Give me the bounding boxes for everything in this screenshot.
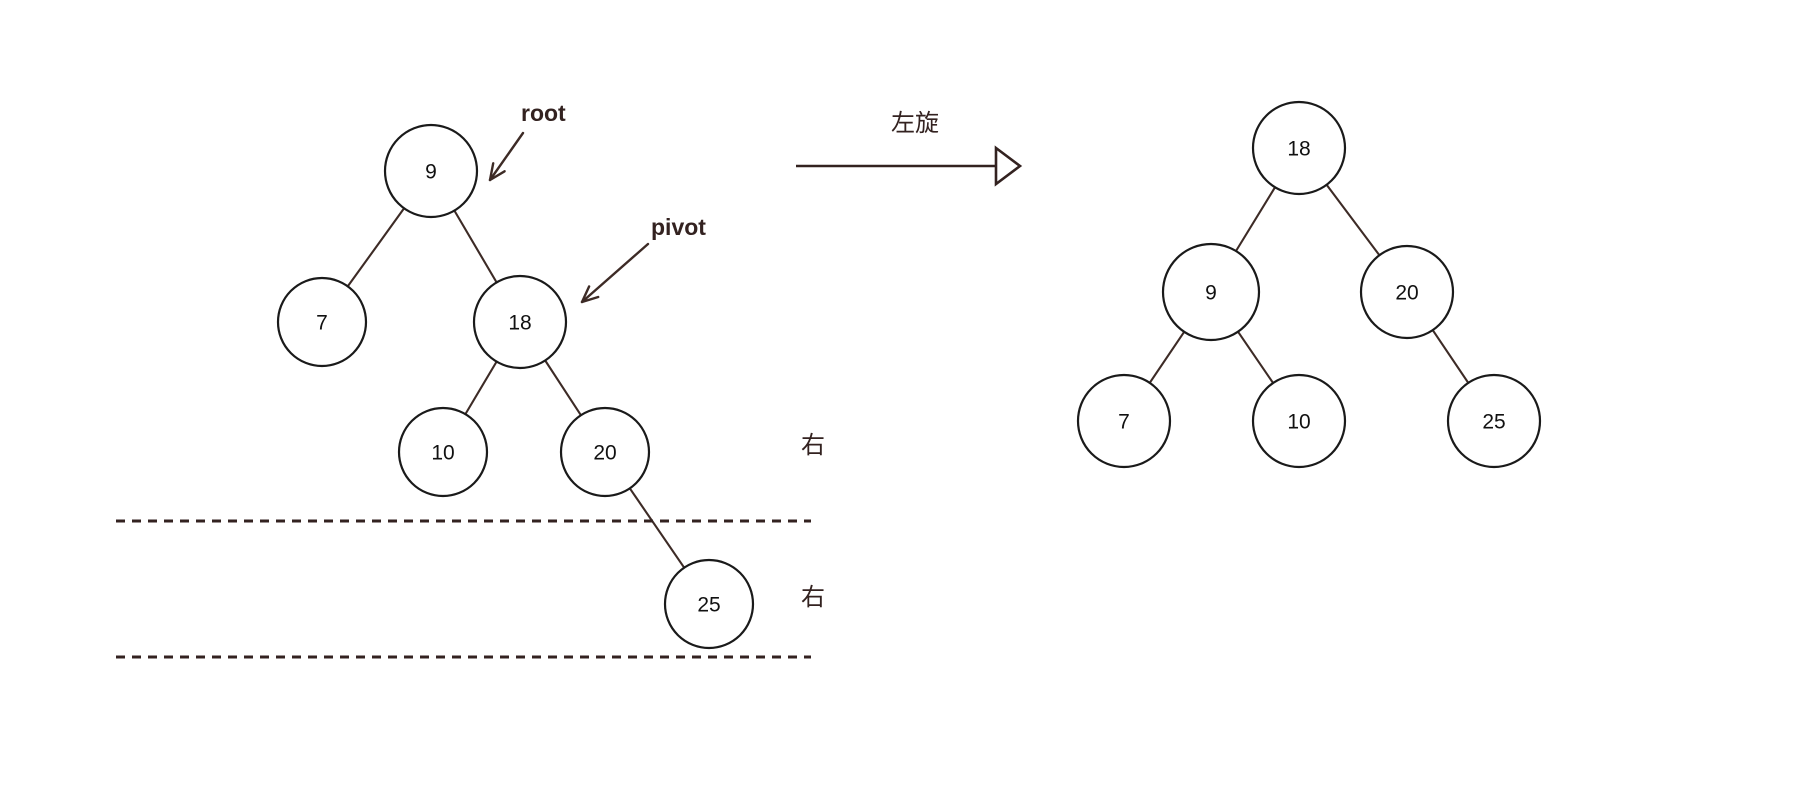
transform-arrow-group: 左旋 <box>796 109 1023 187</box>
tree-node-circle <box>1359 244 1455 340</box>
left-tree-edges <box>346 207 686 569</box>
tree-node[interactable]: 18 <box>1251 100 1347 196</box>
tree-node-value: 20 <box>1395 282 1418 305</box>
tree-node-circle <box>1446 373 1542 469</box>
tree-node[interactable]: 10 <box>397 406 489 498</box>
tree-node-value: 18 <box>508 312 531 335</box>
tree-node-circle <box>559 406 651 498</box>
pivot-annotation-arrow-shaft <box>580 242 650 304</box>
tree-node[interactable]: 7 <box>276 276 368 368</box>
root-annotation-arrow-head-icon <box>488 162 506 182</box>
annotations-layer: root pivot <box>488 100 706 304</box>
tree-node[interactable]: 9 <box>1161 242 1261 342</box>
tree-node[interactable]: 25 <box>1446 373 1542 469</box>
tree-edge <box>464 360 498 416</box>
tree-node-value: 18 <box>1287 138 1310 161</box>
left-tree-nodes: 9 7 18 10 20 25 <box>276 123 755 650</box>
tree-node[interactable]: 25 <box>663 558 755 650</box>
tree-node-circle <box>397 406 489 498</box>
tree-node-circle <box>1076 373 1172 469</box>
pivot-annotation-text: pivot <box>651 214 706 240</box>
tree-node-value: 9 <box>1205 282 1217 305</box>
tree-edge <box>1234 186 1277 253</box>
tree-node-circle <box>383 123 479 219</box>
tree-edge <box>544 359 582 417</box>
tree-node-circle <box>1161 242 1261 342</box>
transform-arrow-head-icon <box>994 145 1023 187</box>
transform-label: 左旋 <box>891 109 939 137</box>
tree-edge <box>1236 330 1275 385</box>
tree-node-value: 25 <box>697 594 720 617</box>
root-annotation-text: root <box>521 100 566 126</box>
region-labels-layer: 右右 <box>801 431 825 611</box>
tree-node-value: 10 <box>431 442 454 465</box>
tree-node[interactable]: 18 <box>472 274 568 370</box>
tree-node[interactable]: 7 <box>1076 373 1172 469</box>
tree-node-circle <box>276 276 368 368</box>
right-tree-nodes: 18 9 20 7 10 25 <box>1076 100 1542 469</box>
tree-edge <box>628 487 686 569</box>
tree-node-value: 7 <box>1118 411 1130 434</box>
tree-node-value: 10 <box>1287 411 1310 434</box>
tree-edge <box>1431 329 1470 384</box>
tree-node-circle <box>663 558 755 650</box>
tree-node-circle <box>1251 100 1347 196</box>
separators-layer <box>116 519 811 659</box>
tree-edge <box>453 209 498 284</box>
pivot-annotation-arrow-head-icon <box>580 285 600 304</box>
root-annotation-arrow-shaft <box>488 131 525 182</box>
tree-node[interactable]: 20 <box>559 406 651 498</box>
region-label-upper: 右 <box>801 431 825 459</box>
tree-node-circle <box>472 274 568 370</box>
tree-node[interactable]: 9 <box>383 123 479 219</box>
root-annotation: root <box>488 100 566 182</box>
tree-edge <box>1325 183 1381 257</box>
tree-edge <box>1148 330 1186 384</box>
tree-edge <box>346 207 406 288</box>
tree-node-circle <box>1251 373 1347 469</box>
tree-node-value: 7 <box>316 312 328 335</box>
tree-node-value: 25 <box>1482 411 1505 434</box>
tree-node[interactable]: 10 <box>1251 373 1347 469</box>
region-label-lower: 右 <box>801 583 825 611</box>
tree-node[interactable]: 20 <box>1359 244 1455 340</box>
right-tree-edges <box>1148 183 1470 385</box>
tree-node-value: 9 <box>425 161 437 184</box>
pivot-annotation: pivot <box>580 214 706 304</box>
tree-node-value: 20 <box>593 442 616 465</box>
